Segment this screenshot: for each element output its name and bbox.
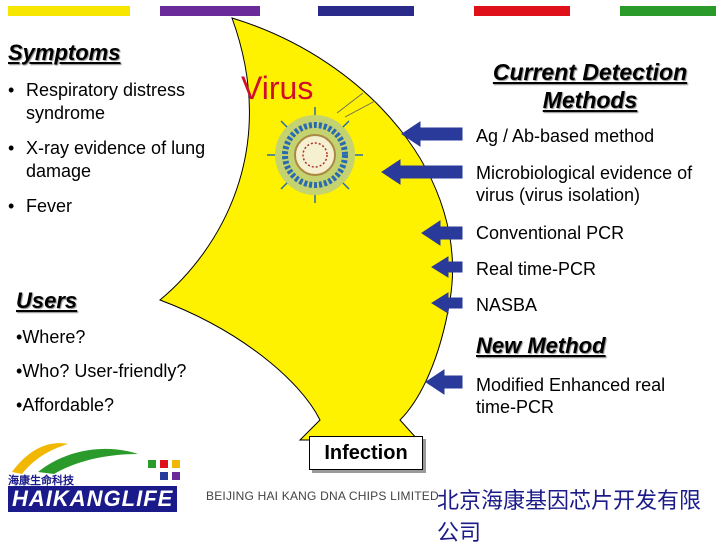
symptom-text: Fever xyxy=(26,196,73,216)
symptom-text: Respiratory distress syndrome xyxy=(26,80,186,123)
top-bar-green xyxy=(620,6,716,16)
arrow-nasba xyxy=(431,292,463,314)
virus-title: Virus xyxy=(241,70,314,106)
company-name-en: BEIJING HAI KANG DNA CHIPS LIMITED xyxy=(206,489,439,503)
list-item: •Respiratory distress syndrome xyxy=(8,80,186,123)
users-heading: Users xyxy=(16,288,78,313)
new-method-heading: New Method xyxy=(476,333,606,358)
user-question: Who? User-friendly? xyxy=(22,361,187,381)
company-name-cn: 北京海康基因芯片开发有限公司 xyxy=(437,488,702,545)
haikang-logo-icon xyxy=(12,443,180,480)
virus-particle-icon xyxy=(267,92,376,203)
brand-logo-text: HAIKANGLIFE xyxy=(8,486,178,512)
list-item: •Who? User-friendly? xyxy=(16,361,187,381)
detection-arrows xyxy=(381,121,466,395)
arrow-conventional-pcr xyxy=(421,220,463,246)
list-item: •Affordable? xyxy=(16,395,115,415)
top-bar-navy xyxy=(318,6,414,16)
infection-funnel xyxy=(159,17,454,441)
method-modified-enhanced: Modified Enhanced real time-PCR xyxy=(476,375,666,417)
list-item: •X-ray evidence of lung damage xyxy=(8,138,206,181)
list-item: •Fever xyxy=(8,196,73,216)
infection-label: Infection xyxy=(309,436,423,470)
top-bar-purple xyxy=(160,6,260,16)
detection-heading-line2: Methods xyxy=(542,87,638,113)
arrow-new-method xyxy=(425,369,463,395)
symptom-text: X-ray evidence of lung damage xyxy=(26,138,206,181)
top-bar-red xyxy=(474,6,570,16)
brand-cn: 海康生命科技 xyxy=(8,475,74,487)
method-real-time-pcr: Real time-PCR xyxy=(476,259,597,279)
symptoms-list: •Respiratory distress syndrome •X-ray ev… xyxy=(8,79,208,218)
users-list: •Where? •Who? User-friendly? •Affordable… xyxy=(16,326,236,428)
arrow-real-time-pcr xyxy=(431,256,463,278)
method-nasba: NASBA xyxy=(476,295,538,315)
detection-heading-line1: Current Detection xyxy=(492,59,688,85)
arrow-microbiological xyxy=(381,159,463,185)
user-question: Where? xyxy=(22,327,86,347)
user-question: Affordable? xyxy=(22,395,115,415)
symptoms-heading: Symptoms xyxy=(8,40,121,65)
method-ag-ab: Ag / Ab-based method xyxy=(476,126,655,146)
method-microbiological: Microbiological evidence of virus (virus… xyxy=(476,163,693,205)
detection-heading: Current Detection Methods xyxy=(470,58,710,114)
list-item: •Where? xyxy=(16,327,86,347)
top-bar-yellow xyxy=(8,6,130,16)
arrow-ag-ab xyxy=(401,121,463,147)
method-conventional-pcr: Conventional PCR xyxy=(476,223,625,243)
